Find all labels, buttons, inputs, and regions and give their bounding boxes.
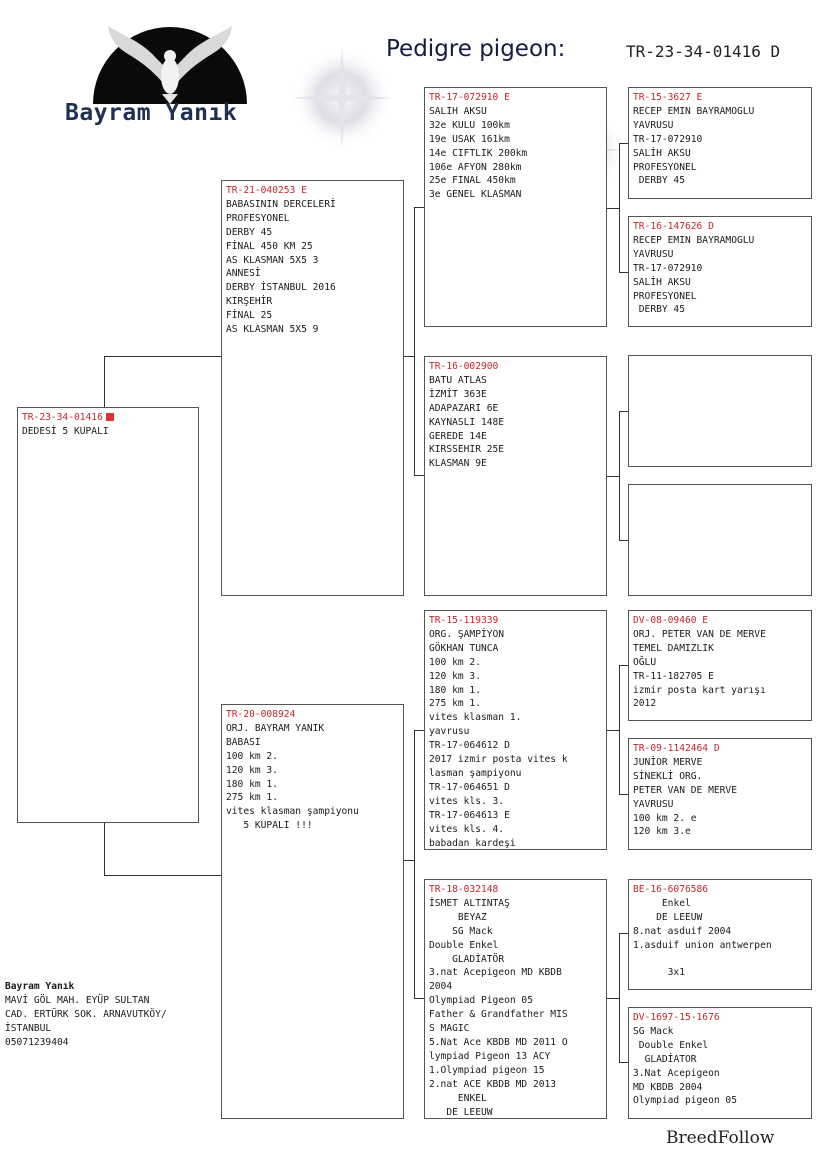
dam-card[interactable]: TR-20-008924 ORJ. BAYRAM YANIK BABASI 10…	[221, 704, 404, 1119]
sparkle-decoration-icon	[292, 48, 392, 148]
dds-ring: BE-16-6076586	[633, 884, 709, 895]
connector-line	[414, 475, 426, 476]
sire-dam-card[interactable]: TR-16-002900 BATU ATLAS İZMİT 363E ADAPA…	[424, 356, 607, 596]
sire-sire-card[interactable]: TR-17-072910 E SALIH AKSU 32e KULU 100km…	[424, 87, 607, 327]
sire-card[interactable]: TR-21-040253 E BABASININ DERCELERİ PROFE…	[221, 180, 404, 596]
dam-sire-dam-card[interactable]: TR-09-1142464 D JUNİOR MERVE SİNEKLİ ORG…	[628, 738, 812, 850]
connector-line	[619, 272, 629, 273]
dam-dam-sire-card[interactable]: BE-16-6076586 Enkel DE LEEUW 8.nat asdui…	[628, 879, 812, 990]
connector-line	[104, 356, 105, 408]
connector-line	[104, 875, 222, 876]
connector-line	[414, 207, 426, 208]
sire-sire-ring: TR-17-072910 E	[429, 92, 510, 103]
sss-ring: TR-15-3627 E	[633, 92, 703, 103]
sss-info: RECEP EMIN BAYRAMOGLU YAVRUSU TR-17-0729…	[633, 105, 755, 187]
connector-line	[619, 1062, 629, 1063]
sire-sire-dam-card[interactable]: TR-16-147626 D RECEP EMIN BAYRAMOGLU YAV…	[628, 216, 812, 327]
sire-dam-dam-card[interactable]	[628, 484, 812, 596]
breedfollow-brand: BreedFollow	[666, 1128, 775, 1148]
page-title: Pedigre pigeon:	[386, 36, 566, 62]
sire-ring: TR-21-040253 E	[226, 185, 307, 196]
sire-sire-sire-card[interactable]: TR-15-3627 E RECEP EMIN BAYRAMOGLU YAVRU…	[628, 87, 812, 199]
sire-info: BABASININ DERCELERİ PROFESYONEL DERBY 45…	[226, 198, 336, 336]
connector-line	[619, 933, 629, 934]
ddd-ring: DV-1697-15-1676	[633, 1012, 720, 1023]
connector-line	[619, 143, 629, 144]
dam-info: ORJ. BAYRAM YANIK BABASI 100 km 2. 120 k…	[226, 722, 359, 832]
ssd-info: RECEP EMIN BAYRAMOGLU YAVRUSU TR-17-0729…	[633, 234, 755, 316]
connector-line	[619, 665, 629, 666]
connector-line	[606, 208, 620, 209]
sire-dam-info: BATU ATLAS İZMİT 363E ADAPAZARI 6E KAYNA…	[429, 374, 505, 470]
breeder-address-line: İSTANBUL	[5, 1023, 52, 1034]
sire-dam-sire-card[interactable]	[628, 355, 812, 467]
dam-dam-dam-card[interactable]: DV-1697-15-1676 SG Mack Double Enkel GLA…	[628, 1007, 812, 1119]
pigeon-info: DEDESİ 5 KUPALI	[22, 425, 109, 437]
dam-sire-sire-card[interactable]: DV-08-09460 E ORJ. PETER VAN DE MERVE TE…	[628, 610, 812, 721]
connector-line	[619, 411, 620, 540]
connector-line	[403, 860, 415, 861]
pigeon-ring: TR-23-34-01416	[22, 412, 103, 423]
dam-sire-info: ORG. ŞAMPİYON GÖKHAN TUNCA 100 km 2. 120…	[429, 628, 568, 849]
connector-line	[104, 356, 222, 357]
breeder-contact: Bayram Yanık MAVİ GÖL MAH. EYÜP SULTAN C…	[5, 980, 167, 1050]
dds-info: Enkel DE LEEUW 8.nat asduif 2004 1.asdui…	[633, 897, 772, 979]
breeder-logo-name: Bayram Yanık	[65, 100, 238, 126]
connector-line	[414, 998, 426, 999]
connector-line	[414, 730, 415, 998]
breeder-phone: 05071239404	[5, 1037, 69, 1048]
dsd-ring: TR-09-1142464 D	[633, 743, 720, 754]
connector-line	[619, 933, 620, 1062]
breeder-address-line: MAVİ GÖL MAH. EYÜP SULTAN	[5, 995, 150, 1006]
breeder-address-line: CAD. ERTÜRK SOK. ARNAVUTKÖY/	[5, 1009, 167, 1020]
sire-dam-ring: TR-16-002900	[429, 361, 499, 372]
dss-info: ORJ. PETER VAN DE MERVE TEMEL DAMIZLIK O…	[633, 628, 766, 710]
connector-line	[403, 356, 415, 357]
dam-sire-ring: TR-15-119339	[429, 615, 499, 626]
connector-line	[619, 794, 629, 795]
dove-logo-icon	[93, 26, 247, 104]
breeder-contact-name: Bayram Yanık	[5, 981, 75, 992]
connector-line	[414, 207, 415, 475]
connector-line	[619, 411, 629, 412]
dam-ring: TR-20-008924	[226, 709, 296, 720]
connector-line	[619, 540, 629, 541]
connector-line	[606, 998, 620, 999]
title-ring-number: TR-23-34-01416 D	[626, 42, 781, 61]
dsd-info: JUNİOR MERVE SİNEKLİ ORG. PETER VAN DE M…	[633, 756, 737, 838]
connector-line	[104, 822, 105, 875]
connector-line	[619, 143, 620, 272]
dam-dam-card[interactable]: TR-18-032148 İSMET ALTINTAŞ BEYAZ SG Mac…	[424, 879, 607, 1119]
connector-line	[606, 730, 620, 731]
connector-line	[606, 476, 620, 477]
dam-sire-card[interactable]: TR-15-119339 ORG. ŞAMPİYON GÖKHAN TUNCA …	[424, 610, 607, 850]
ssd-ring: TR-16-147626 D	[633, 221, 714, 232]
sire-sire-info: SALIH AKSU 32e KULU 100km 19e USAK 161km…	[429, 105, 528, 201]
ddd-info: SG Mack Double Enkel GLADİATOR 3.Nat Ace…	[633, 1025, 737, 1107]
dam-dam-info: İSMET ALTINTAŞ BEYAZ SG Mack Double Enke…	[429, 897, 568, 1118]
dss-ring: DV-08-09460 E	[633, 615, 709, 626]
connector-line	[414, 730, 426, 731]
dam-dam-ring: TR-18-032148	[429, 884, 499, 895]
sex-marker-icon	[105, 413, 114, 421]
connector-line	[619, 665, 620, 794]
pigeon-card[interactable]: TR-23-34-01416 DEDESİ 5 KUPALI	[17, 407, 199, 823]
